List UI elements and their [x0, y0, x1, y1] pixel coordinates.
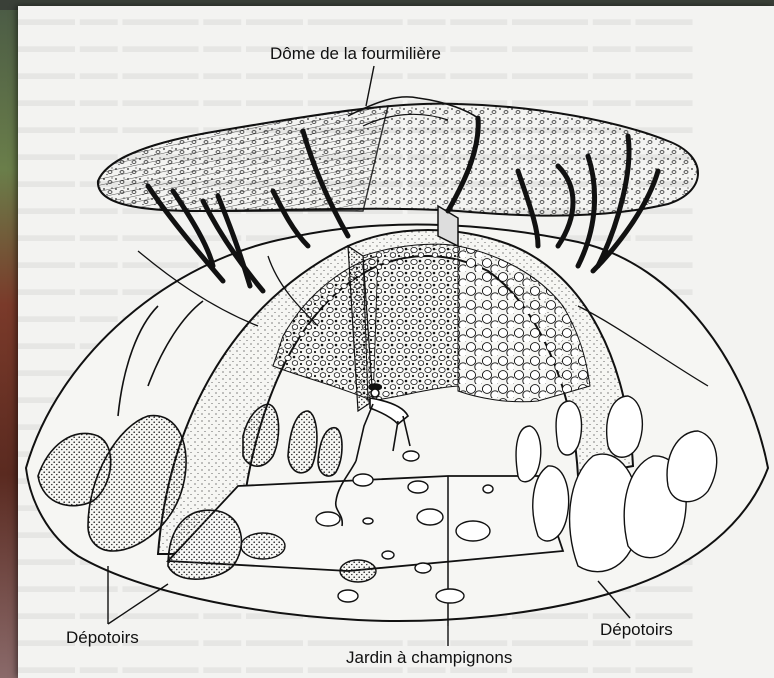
- scanned-page: ▬▬▬ ▬▬ ▬▬▬▬ ▬▬ ▬▬▬ ▬▬▬▬▬ ▬▬ ▬▬▬ ▬▬▬▬ ▬▬ …: [18, 6, 774, 678]
- label-depotoirs-right: Dépotoirs: [600, 620, 673, 640]
- anthill-cutaway-diagram: [18, 6, 774, 678]
- label-depotoirs-left: Dépotoirs: [66, 628, 139, 648]
- label-dome: Dôme de la fourmilière: [270, 44, 441, 64]
- label-jardin: Jardin à champignons: [346, 648, 512, 668]
- dome-striped-part: [98, 106, 388, 211]
